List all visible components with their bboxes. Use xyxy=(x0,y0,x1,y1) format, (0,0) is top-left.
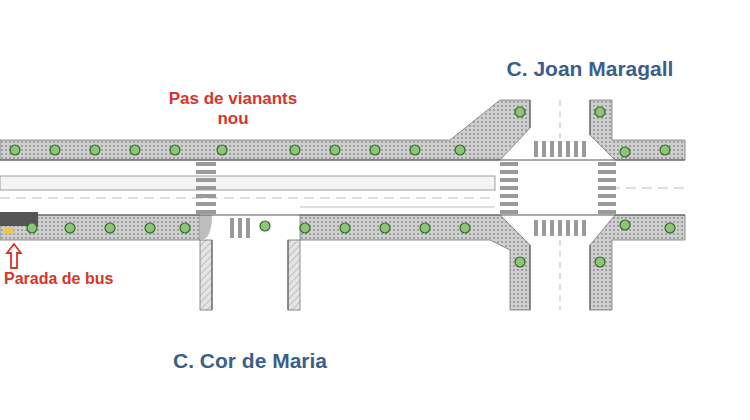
lane-line xyxy=(610,188,685,189)
kerb xyxy=(0,215,685,216)
median xyxy=(0,176,495,190)
lane-line xyxy=(0,198,495,199)
lane-line xyxy=(300,207,495,208)
bus-stop xyxy=(4,228,14,234)
corner xyxy=(200,215,212,240)
note-label: Parada de bus xyxy=(4,269,113,288)
sidewalk xyxy=(0,100,530,160)
sidewalk xyxy=(200,240,212,310)
pointer-arrow xyxy=(7,244,21,268)
lane-line xyxy=(560,100,561,140)
street-name: C. Joan Maragall xyxy=(507,56,674,81)
sidewalk xyxy=(300,215,530,310)
sidewalk xyxy=(590,100,685,160)
kerb xyxy=(0,160,685,161)
note-label: Pas de vianants nou xyxy=(153,89,313,130)
kerb xyxy=(530,100,590,310)
street-name: C. Cor de Maria xyxy=(173,348,327,373)
zebra-crossing xyxy=(196,141,616,238)
sidewalk xyxy=(288,240,300,310)
lane-line xyxy=(560,240,561,310)
tree xyxy=(10,107,675,267)
kerb xyxy=(212,240,288,310)
sidewalk xyxy=(590,215,685,310)
